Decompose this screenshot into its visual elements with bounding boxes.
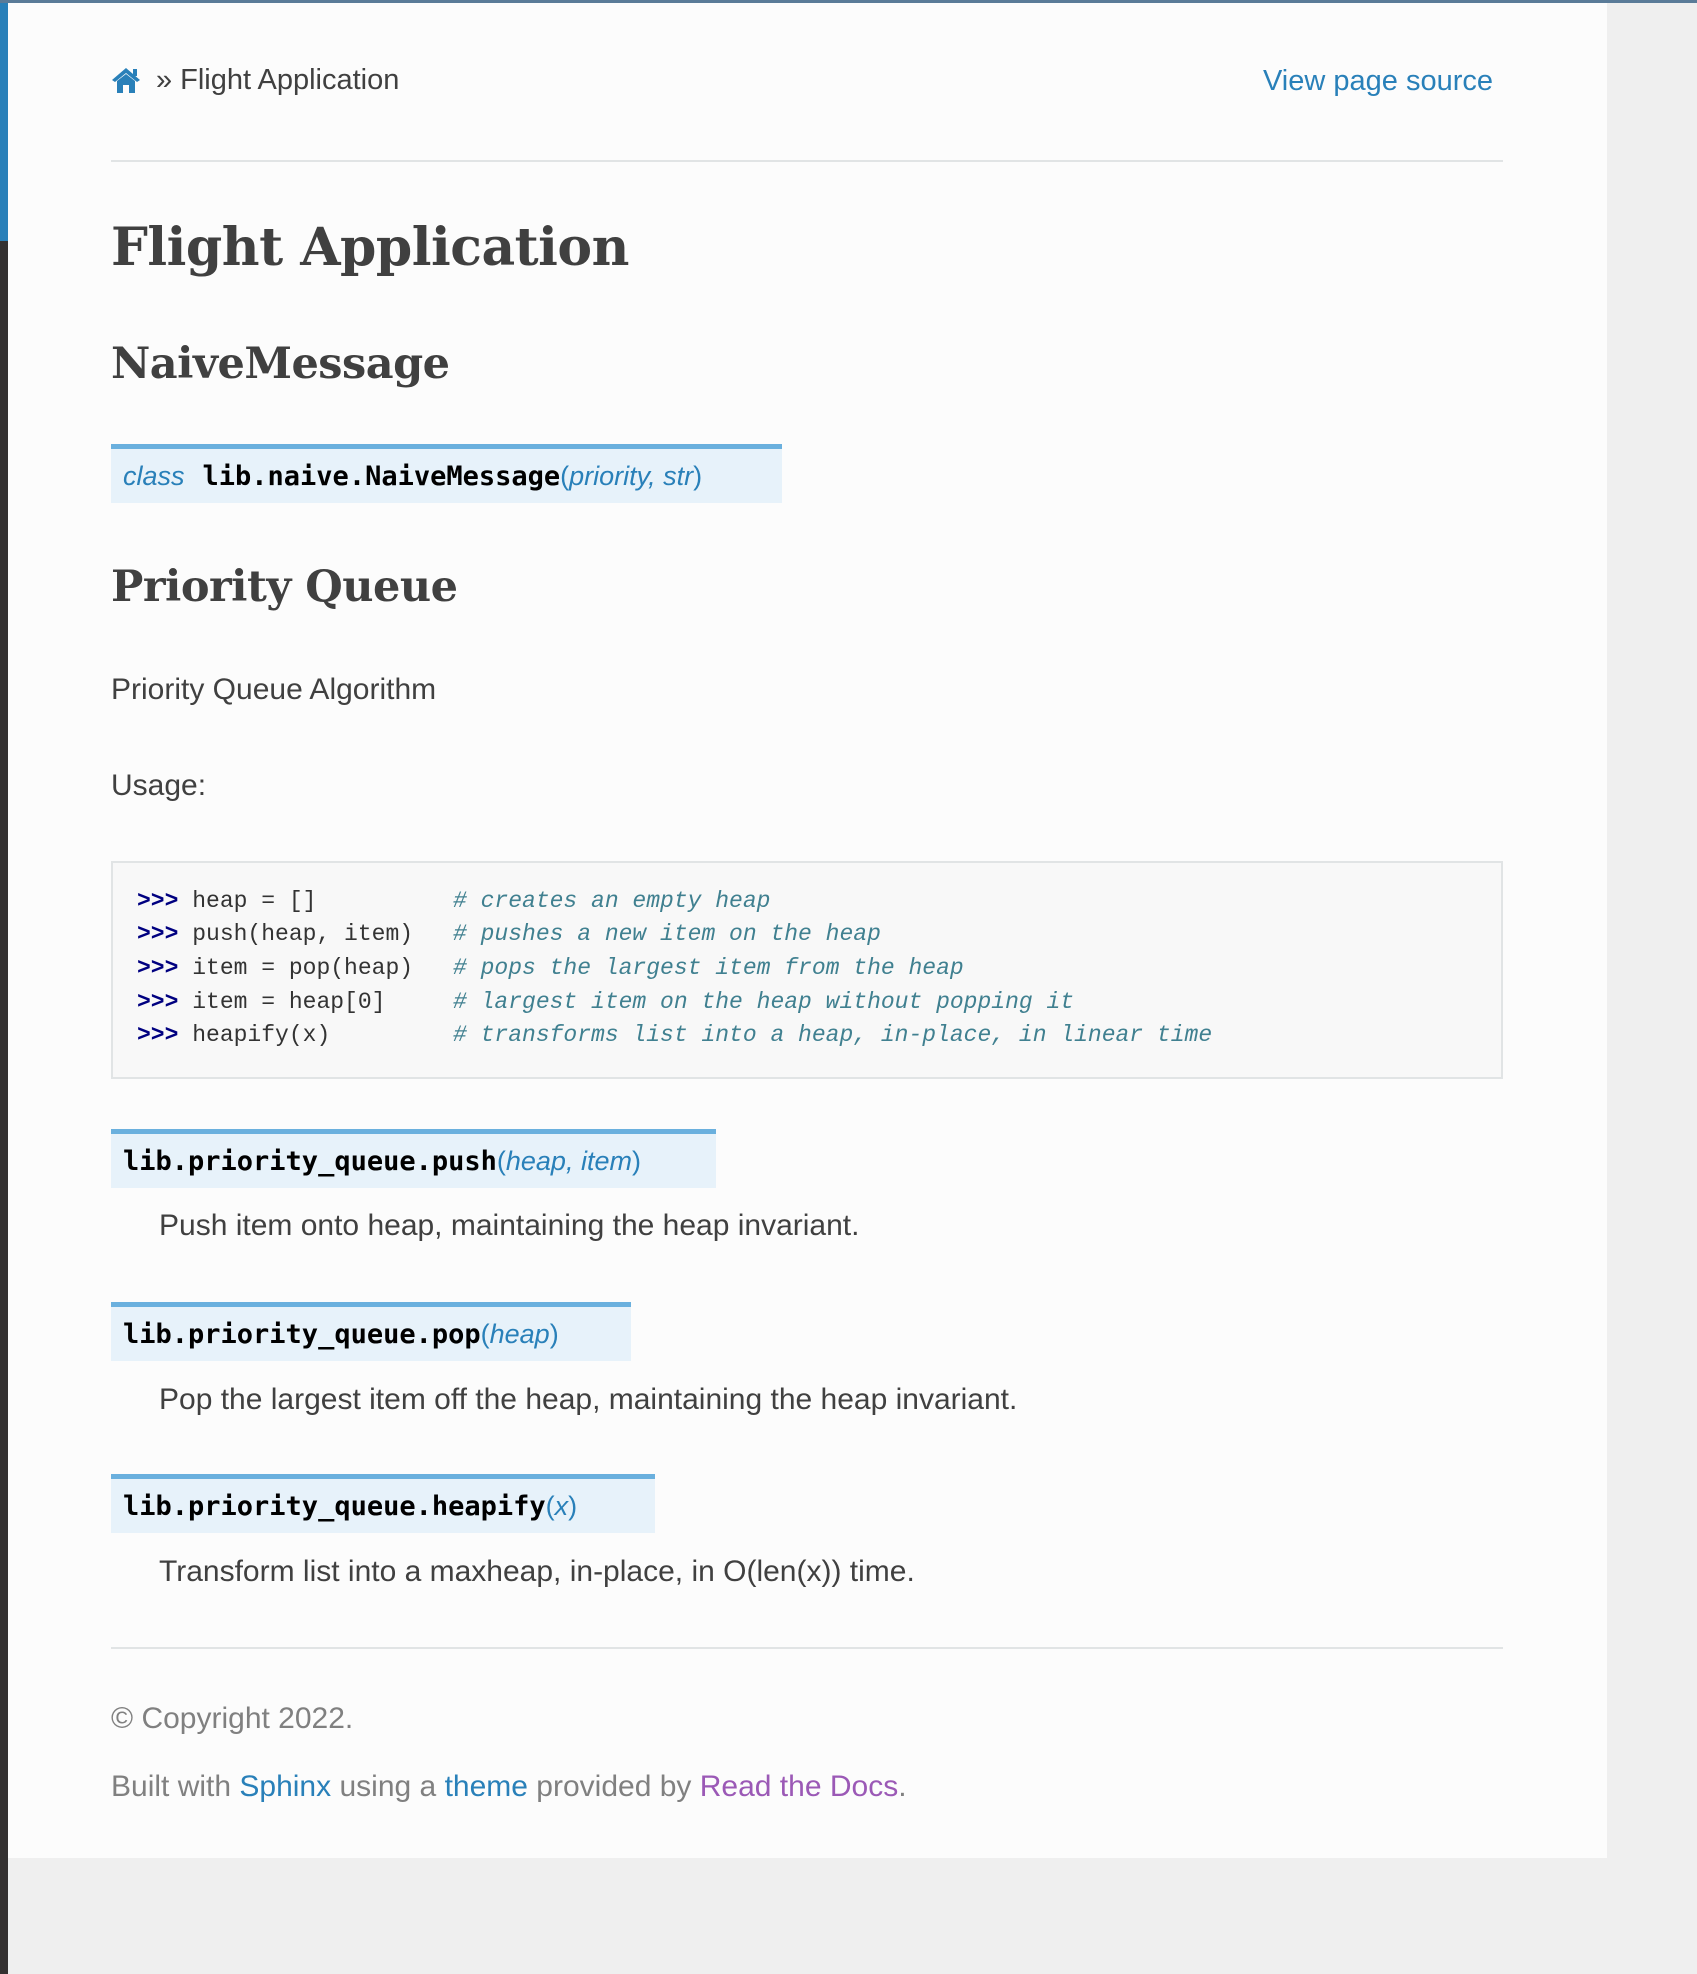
sidebar-edge-accent [0, 3, 8, 241]
code-line: >>> heap = []# creates an empty heap [137, 888, 771, 914]
signature-name: lib.priority_queue.heapify [123, 1490, 546, 1522]
breadcrumb: »Flight Application [156, 62, 399, 98]
home-icon[interactable] [111, 66, 141, 94]
function-description-pop: Pop the largest item off the heap, maint… [159, 1383, 1018, 1416]
code-line: >>> item = pop(heap)# pops the largest i… [137, 955, 964, 981]
copyright: © Copyright 2022. [111, 1702, 354, 1735]
class-keyword: class [123, 460, 185, 491]
read-the-docs-link[interactable]: Read the Docs [699, 1770, 899, 1803]
view-page-source-link[interactable]: View page source [1262, 65, 1493, 97]
function-signature-heapify: lib.priority_queue.heapify ( x ) [111, 1474, 655, 1533]
sphinx-link[interactable]: Sphinx [239, 1770, 332, 1803]
section-intro: Priority Queue Algorithm [111, 673, 437, 706]
code-line: >>> item = heap[0]# largest item on the … [137, 989, 1075, 1015]
code-block: >>> heap = []# creates an empty heap >>>… [111, 861, 1503, 1079]
code-line: >>> heapify(x)# transforms list into a h… [137, 1022, 1213, 1048]
top-border [0, 0, 1697, 3]
signature-params: x [554, 1490, 569, 1521]
page-title: Flight Application [111, 217, 629, 278]
signature-name: lib.priority_queue.push [123, 1145, 497, 1177]
code-line: >>> push(heap, item)# pushes a new item … [137, 921, 881, 947]
function-signature-push: lib.priority_queue.push ( heap, item ) [111, 1129, 716, 1188]
header-divider [111, 160, 1503, 162]
class-signature-naivemessage: class lib.naive.NaiveMessage ( priority,… [111, 444, 782, 503]
signature-name: lib.priority_queue.pop [123, 1318, 481, 1350]
usage-label: Usage: [111, 769, 207, 802]
function-signature-pop: lib.priority_queue.pop ( heap ) [111, 1302, 631, 1361]
section-heading-naivemessage: NaiveMessage [111, 339, 450, 389]
signature-params: priority, str [569, 460, 694, 491]
sidebar-edge [0, 241, 8, 1974]
theme-link[interactable]: theme [444, 1770, 528, 1803]
footer-divider [111, 1647, 1503, 1649]
signature-params: heap, item [505, 1145, 632, 1176]
breadcrumb-current: Flight Application [180, 64, 400, 96]
signature-name: lib.naive.NaiveMessage [202, 460, 561, 492]
breadcrumb-separator: » [156, 64, 173, 96]
built-with-line: Built with Sphinx using a theme provided… [111, 1770, 907, 1803]
function-description-push: Push item onto heap, maintaining the hea… [159, 1209, 860, 1242]
function-description-heapify: Transform list into a maxheap, in-place,… [159, 1555, 915, 1588]
section-heading-priority-queue: Priority Queue [111, 562, 458, 612]
signature-params: heap [489, 1318, 550, 1349]
